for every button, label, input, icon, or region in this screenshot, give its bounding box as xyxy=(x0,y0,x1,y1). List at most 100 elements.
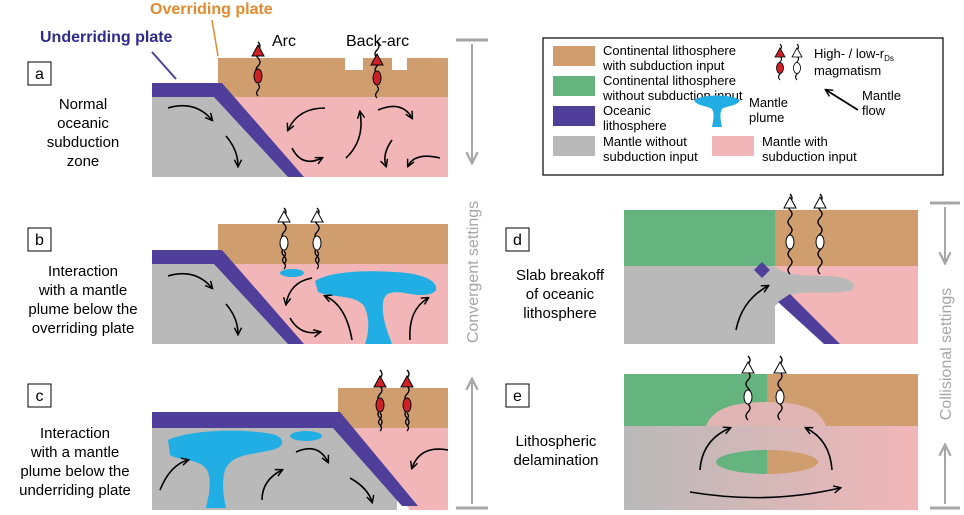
legend-swatch-mantle-without xyxy=(553,136,595,156)
panel-a-mantle-with xyxy=(222,97,448,177)
svg-text:underriding plate: underriding plate xyxy=(19,482,131,499)
low-rds-ellipse-icon xyxy=(279,235,289,251)
panel-c-flow-arrows xyxy=(159,447,449,502)
flow-arrow xyxy=(286,277,313,304)
legend-text-continental-with-2: with subduction input xyxy=(602,58,725,73)
low-rds-triangle-icon xyxy=(791,47,803,58)
flow-arrow xyxy=(325,296,353,341)
legend-text-mantle-plume-2: plume xyxy=(749,110,784,125)
legend-swatch-mantle-plume xyxy=(694,95,740,127)
svg-text:delamination: delamination xyxy=(513,452,598,469)
high-rds-triangle-icon xyxy=(373,374,387,388)
panel-a-caption: Normal oceanic subduction zone xyxy=(47,96,120,170)
panel-d-upwelling xyxy=(748,266,855,306)
panel-e-letter-box xyxy=(505,383,530,408)
flow-arrow xyxy=(408,155,441,166)
panel-c-letter: c xyxy=(36,388,44,405)
low-rds-ellipse-icon xyxy=(312,235,322,251)
panel-d-magma-2 xyxy=(813,193,827,275)
collisional-settings-axis: Collisional settings xyxy=(930,201,960,510)
flow-arrow xyxy=(385,139,393,166)
panel-e: e Lithospheric delamination xyxy=(505,355,918,510)
flow-arrow xyxy=(699,428,730,471)
arc-label: Arc xyxy=(272,33,296,50)
panel-c-magma-1 xyxy=(373,369,387,432)
convergent-settings-axis: Convergent settings xyxy=(456,38,488,510)
flow-arrow xyxy=(225,303,238,334)
high-rds-triangle-icon xyxy=(400,374,414,388)
flow-arrow xyxy=(167,272,212,288)
panel-e-flow-arrows xyxy=(689,428,840,499)
panel-c-mantle-plume xyxy=(168,430,322,508)
low-rds-triangle-icon xyxy=(813,195,827,209)
flow-arrow xyxy=(412,448,449,468)
legend-swatch-mantle-with xyxy=(712,136,754,156)
flow-arrow xyxy=(289,317,320,333)
panel-b-magma-2 xyxy=(310,207,324,270)
flow-arrow xyxy=(225,135,238,166)
svg-text:Lithospheric: Lithospheric xyxy=(516,433,597,450)
convergent-settings-label: Convergent settings xyxy=(465,201,482,343)
panel-a-arc-magma xyxy=(251,41,265,97)
panel-b-magma-1 xyxy=(277,207,291,270)
svg-text:of oceanic: of oceanic xyxy=(526,286,595,303)
high-rds-triangle-icon xyxy=(370,52,384,66)
low-rds-ellipse-icon xyxy=(775,389,785,405)
flow-arrow xyxy=(288,107,326,130)
svg-text:plume below the: plume below the xyxy=(20,463,129,480)
panel-b-flow-arrows xyxy=(167,272,428,341)
svg-text:with a mantle: with a mantle xyxy=(30,444,119,461)
collisional-settings-label: Collisional settings xyxy=(938,288,955,421)
legend-swatch-continental-without xyxy=(553,76,595,96)
panel-c-caption: Interaction with a mantle plume below th… xyxy=(19,425,131,499)
panel-b-letter-box xyxy=(27,227,52,252)
panel-d-letter: d xyxy=(513,232,522,249)
panel-c-overriding-plate xyxy=(338,388,448,428)
svg-text:overriding plate: overriding plate xyxy=(32,320,135,337)
panel-b-overriding-plate xyxy=(218,224,448,264)
low-rds-triangle-icon xyxy=(741,360,755,374)
panel-a-flow-arrows xyxy=(167,104,441,166)
panel-c: c Interaction with a mantle plume below … xyxy=(19,369,449,510)
panel-c-oceanic-slab xyxy=(152,412,418,506)
svg-text:Interaction: Interaction xyxy=(48,263,118,280)
panel-a-letter: a xyxy=(35,66,44,83)
flow-arrow xyxy=(735,286,768,331)
low-rds-triangle-icon xyxy=(783,195,797,209)
panel-a-overriding-leader xyxy=(211,19,219,57)
back-arc-label: Back-arc xyxy=(346,33,409,50)
flow-arrow xyxy=(806,428,833,471)
legend-text-mantle-with-2: subduction input xyxy=(762,149,857,164)
panel-d-continental-without xyxy=(624,210,775,266)
legend-text-mantle-flow-2: flow xyxy=(862,103,886,118)
low-rds-triangle-icon xyxy=(773,360,787,374)
panel-a-letter-box xyxy=(27,61,52,86)
flow-arrow xyxy=(159,460,188,491)
panel-a-oceanic-slab xyxy=(152,83,304,177)
low-rds-triangle-icon xyxy=(277,209,291,223)
svg-text:Slab breakoff: Slab breakoff xyxy=(516,267,605,284)
svg-text:subduction: subduction xyxy=(47,134,120,151)
flow-arrow xyxy=(295,447,328,462)
svg-text:plume below the: plume below the xyxy=(28,301,137,318)
panel-a: Overriding plate Underriding plate Arc B… xyxy=(27,1,448,177)
panel-b-mantle-plume xyxy=(280,269,437,344)
flow-arrow xyxy=(689,488,840,499)
high-rds-triangle-icon xyxy=(251,43,265,57)
flow-arrow xyxy=(291,147,322,161)
panel-c-letter-box xyxy=(27,383,52,408)
legend-text-mantle-without-2: subduction input xyxy=(603,149,698,164)
legend-text-continental-without-1: Continental lithosphere xyxy=(603,73,736,88)
svg-text:Interaction: Interaction xyxy=(40,425,110,442)
panel-c-magma-2 xyxy=(400,369,414,432)
low-rds-ellipse-icon xyxy=(815,234,825,250)
panel-d-broken-slab-upper xyxy=(754,262,770,278)
high-rds-triangle-icon xyxy=(774,47,786,58)
panel-b-letter: b xyxy=(35,232,44,249)
panel-b: b Interaction with a mantle plume below … xyxy=(27,207,448,344)
flow-arrow xyxy=(377,105,412,118)
high-rds-ellipse-icon xyxy=(372,70,382,86)
svg-text:zone: zone xyxy=(67,153,100,170)
panel-d: d Slab breakoff of oceanic lithosphere xyxy=(505,193,918,344)
